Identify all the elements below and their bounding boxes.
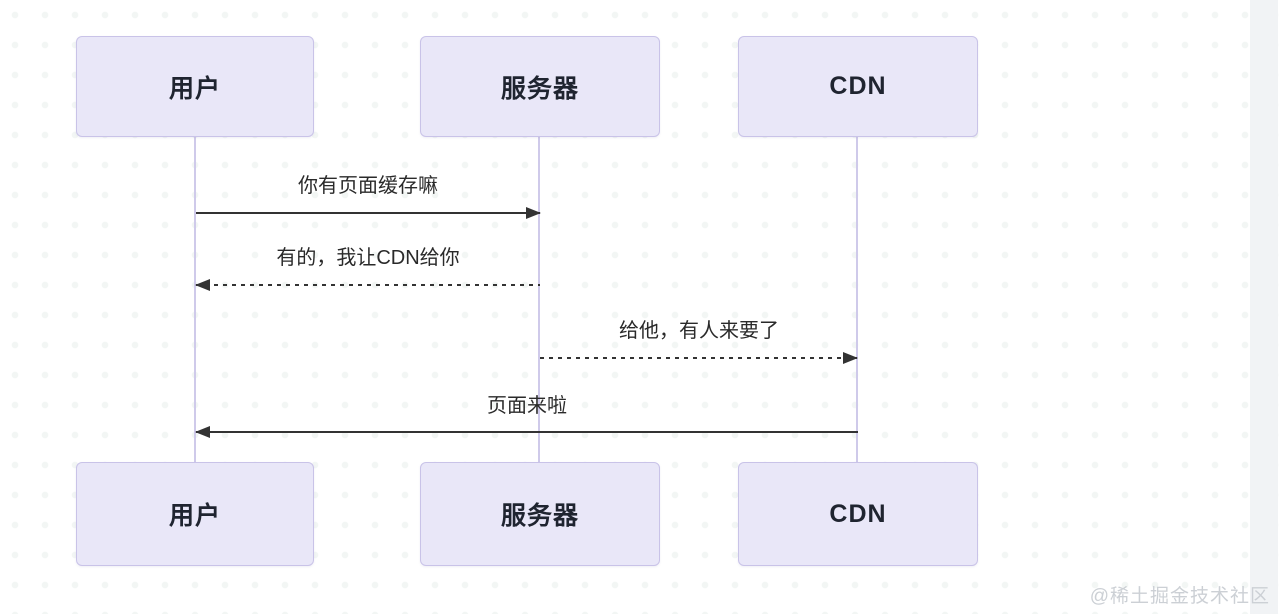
right-gutter <box>1250 0 1278 614</box>
actor-box-user-bottom: 用户 <box>76 462 314 566</box>
actor-label-cdn: CDN <box>829 499 887 528</box>
message-arrow-4 <box>195 426 858 438</box>
actor-label-user: 用户 <box>168 74 221 103</box>
lifeline-cdn <box>856 137 858 463</box>
lifeline-user <box>194 137 196 463</box>
message-label-1: 你有页面缓存嘛 <box>298 175 438 197</box>
message-arrow-1 <box>196 207 541 219</box>
message-arrow-2 <box>195 279 540 291</box>
watermark: @稀土掘金技术社区 <box>1089 586 1270 607</box>
lifeline-server <box>538 137 540 463</box>
message-label-3: 给他，有人来要了 <box>619 320 779 342</box>
actor-box-cdn-bottom: CDN <box>738 462 978 566</box>
actor-label-server: 服务器 <box>500 74 579 103</box>
actor-label-cdn: CDN <box>829 72 887 100</box>
actor-box-server-bottom: 服务器 <box>420 462 660 566</box>
actor-label-server: 服务器 <box>500 502 579 530</box>
actor-box-server-top: 服务器 <box>420 36 660 137</box>
message-label-4: 页面来啦 <box>487 395 567 417</box>
message-arrow-3 <box>540 352 858 364</box>
message-label-2: 有的，我让CDN给你 <box>276 247 460 269</box>
actor-box-user-top: 用户 <box>76 36 314 137</box>
actor-box-cdn-top: CDN <box>738 36 978 137</box>
actor-label-user: 用户 <box>168 502 221 530</box>
